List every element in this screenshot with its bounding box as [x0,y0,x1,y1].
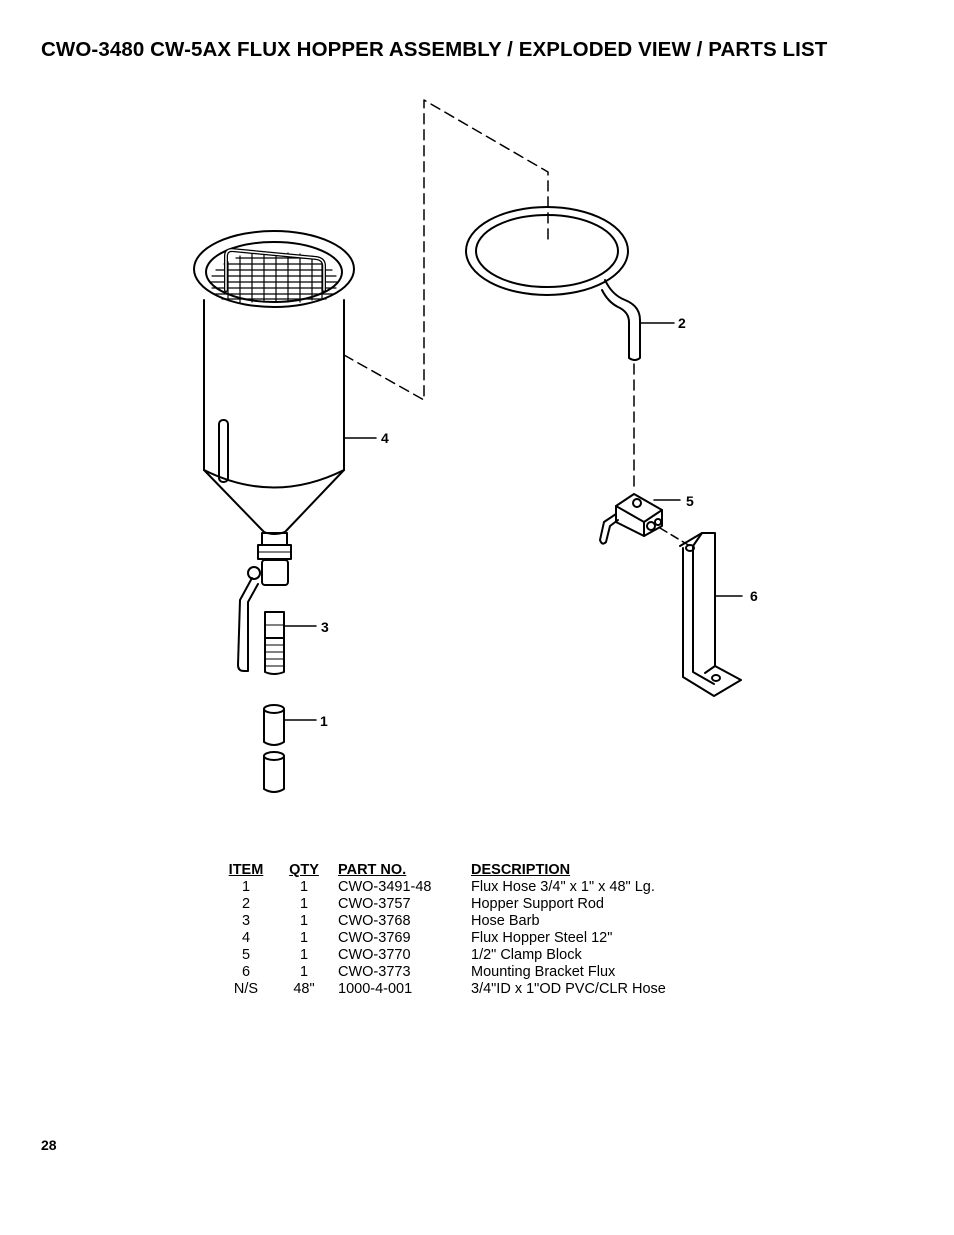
callout-item-6: 6 [750,588,758,604]
cell-item: 2 [241,896,251,912]
clamp-block-part [599,493,663,545]
hose-barb-part [264,611,285,675]
callout-item-5: 5 [686,493,694,509]
header-description: DESCRIPTION [471,862,571,878]
hopper-support-rod-part [465,206,641,361]
cell-part-no: CWO-3770 [338,947,411,963]
cell-item: 6 [241,964,251,980]
cell-qty: 1 [299,879,309,895]
cell-qty: 48" [293,981,315,997]
cell-part-no: CWO-3757 [338,896,411,912]
cell-description: 3/4"ID x 1"OD PVC/CLR Hose [471,981,666,997]
table-row: 4 1 CWO-3769 Flux Hopper Steel 12" [222,930,711,947]
cell-part-no: CWO-3491-48 [338,879,432,895]
cell-part-no: CWO-3768 [338,913,411,929]
table-row: 6 1 CWO-3773 Mounting Bracket Flux [222,964,711,981]
cell-description: Mounting Bracket Flux [471,964,616,980]
cell-item: 1 [241,879,251,895]
parts-list-table: ITEM QTY PART NO. DESCRIPTION 1 1 CWO-34… [222,862,711,998]
cell-qty: 1 [299,964,309,980]
cell-qty: 1 [299,930,309,946]
cell-part-no: CWO-3769 [338,930,411,946]
cell-description: Flux Hose 3/4" x 1" x 48" Lg. [471,879,655,895]
cell-description: Hopper Support Rod [471,896,604,912]
header-qty: QTY [289,862,319,878]
cell-qty: 1 [299,896,309,912]
page-number: 28 [41,1137,57,1153]
cell-qty: 1 [299,913,309,929]
table-row: 1 1 CWO-3491-48 Flux Hose 3/4" x 1" x 48… [222,879,711,896]
callout-item-1: 1 [320,713,328,729]
cell-description: Hose Barb [471,913,540,929]
flux-hose-part [263,704,285,793]
cell-item: 5 [241,947,251,963]
cell-item: 4 [241,930,251,946]
header-item: ITEM [228,862,264,878]
table-row: 2 1 CWO-3757 Hopper Support Rod [222,896,711,913]
flux-hopper-part [193,230,355,672]
callout-item-2: 2 [678,315,686,331]
mounting-bracket-part [679,532,742,697]
page-title: CWO-3480 CW-5AX FLUX HOPPER ASSEMBLY / E… [41,38,828,61]
cell-item: N/S [233,981,259,997]
cell-part-no: 1000-4-001 [338,981,413,997]
callout-item-4: 4 [381,430,389,446]
table-row: 5 1 CWO-3770 1/2" Clamp Block [222,947,711,964]
parts-table-header-row: ITEM QTY PART NO. DESCRIPTION [222,862,711,879]
cell-description: 1/2" Clamp Block [471,947,582,963]
callout-item-3: 3 [321,619,329,635]
cell-item: 3 [241,913,251,929]
table-row: 3 1 CWO-3768 Hose Barb [222,913,711,930]
cell-part-no: CWO-3773 [338,964,411,980]
cell-qty: 1 [299,947,309,963]
table-row: N/S 48" 1000-4-001 3/4"ID x 1"OD PVC/CLR… [222,981,711,998]
assembly-dashed-line-hopper-ring [343,99,549,401]
cell-description: Flux Hopper Steel 12" [471,930,613,946]
header-part-no: PART NO. [338,862,407,878]
